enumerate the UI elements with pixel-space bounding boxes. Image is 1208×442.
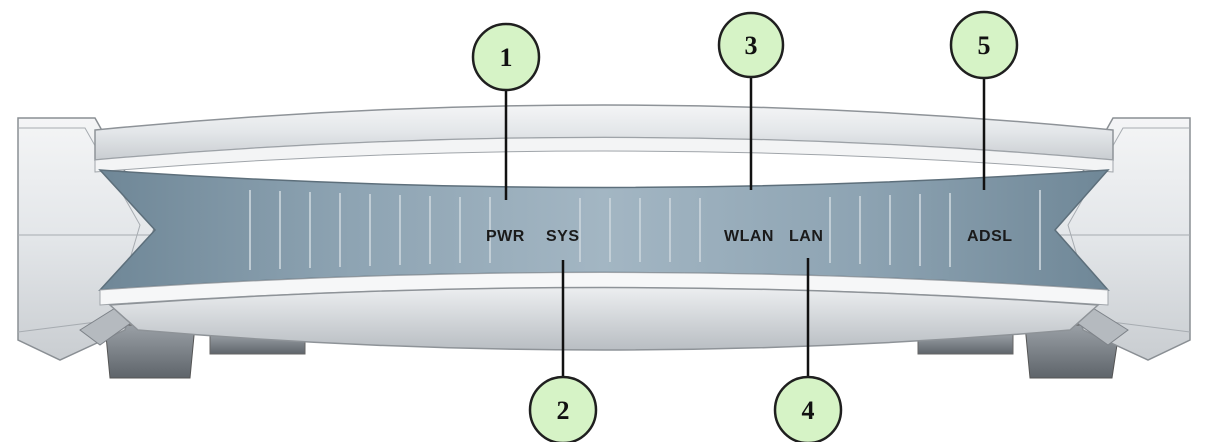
callout-2: 2 xyxy=(528,375,598,442)
callout-4-number: 4 xyxy=(802,396,815,425)
top-shell xyxy=(94,104,1114,173)
callout-5: 5 xyxy=(949,10,1019,80)
callout-leader-lines xyxy=(504,75,986,380)
led-label-lan: LAN xyxy=(789,228,823,245)
callout-1-number: 1 xyxy=(500,43,513,72)
callout-4: 4 xyxy=(773,375,843,442)
led-label-pwr: PWR xyxy=(486,228,525,245)
led-label-sys: SYS xyxy=(546,228,580,245)
callout-2-number: 2 xyxy=(557,396,570,425)
callout-1: 1 xyxy=(471,22,541,92)
panel-vertical-ribs xyxy=(249,190,1041,270)
callout-5-number: 5 xyxy=(978,31,991,60)
callout-3: 3 xyxy=(717,11,785,79)
lower-shell xyxy=(99,272,1109,351)
callout-3-number: 3 xyxy=(745,31,758,60)
led-panel xyxy=(98,169,1110,291)
led-label-adsl: ADSL xyxy=(967,228,1013,245)
led-label-wlan: WLAN xyxy=(724,228,774,245)
